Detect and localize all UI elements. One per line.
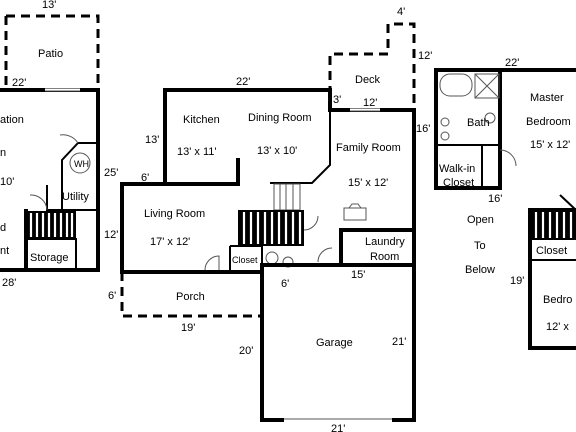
bedroom-label: Bedro [543,294,572,306]
utility-side-wall [46,185,62,211]
landing-angle [559,194,576,211]
laundry-label-line1: Laundry [365,236,405,248]
living-room-wall [120,182,264,274]
family-angled-wall [270,110,331,184]
door-swing-icon [29,194,48,211]
patio-label: Patio [38,48,63,60]
upper-stairs [530,210,576,240]
patio-outline [6,14,100,88]
basement-dim-right: 25' [104,167,118,179]
basement-dim-patio: 22' [12,77,26,89]
bathtub-icon [439,73,473,97]
open-label-line2: To [474,240,486,252]
door-swing-icon [303,215,319,231]
deck-label: Deck [355,74,381,86]
main-dim-garage-right: 21' [392,336,406,348]
basement-level: 13' Patio 22' ation n 10' WH Utility d n… [0,0,118,289]
walkin-label-line2: Closet [443,177,474,189]
upper-closet-label: Closet [536,245,567,257]
kitchen-partition [163,158,240,186]
door-swing-icon [59,134,79,144]
deck-outline [328,22,416,110]
main-dim-garage-left: 20' [239,345,253,357]
porch-outline [120,272,262,318]
dining-size: 13' x 10' [257,145,297,157]
sink-icon [440,131,450,141]
fireplace-hearth-icon [348,203,362,209]
laundry-wall [339,228,416,267]
basement-stairs [26,211,76,239]
open-label-line1: Open [467,214,494,226]
master-label-line1: Master [530,92,564,104]
master-size: 15' x 12' [530,139,570,151]
garage-label: Garage [316,337,353,349]
door-swing-icon [499,149,517,167]
main-dim-family-right: 16' [416,123,430,135]
toilet-icon [484,112,496,124]
kitchen-label: Kitchen [183,114,220,126]
main-dim-laundry-bottom: 15' [351,269,365,281]
basement-dim-bottom: 28' [2,277,16,289]
recreation-label-line1: ation [0,114,24,126]
porch-label: Porch [176,291,205,303]
main-dim-porch-bottom: 19' [181,322,195,334]
walkin-label-line1: Walk-in [439,163,475,175]
main-dim-living-notch: 6' [141,172,149,184]
basement-dim-top: 13' [42,0,56,11]
upper-dim-mid: 16' [488,193,502,205]
garage-walls [260,263,416,422]
main-dim-top: 22' [236,76,250,88]
recreation-size: 10' [0,176,14,188]
door-swing-icon [204,255,220,271]
utility-label: Utility [62,191,89,203]
bedroom-size: 12' x [546,321,569,333]
toilet-icon [265,251,279,265]
family-label: Family Room [336,142,401,154]
cut-label-line2: nt [0,245,9,257]
main-dim-deck-right: 12' [418,50,432,62]
fireplace-icon [343,207,367,221]
storage-label: Storage [30,252,69,264]
kitchen-size: 13' x 11' [177,146,216,158]
utility-walls [61,142,98,211]
upper-outer-wall [434,68,576,190]
shower-icon [474,73,500,99]
cut-label-line1: d [0,222,6,234]
main-dim-living-left: 12' [104,229,118,241]
master-label-line2: Bedroom [526,116,571,128]
main-level: 22' 13' 6' 12' 6' 19' 20' 21' 21' 6' 15'… [104,6,432,432]
main-outer-wall-upper [163,88,416,267]
main-dim-kitchen-left: 13' [145,134,159,146]
main-dim-garage-notch: 6' [281,278,289,290]
living-label: Living Room [144,208,205,220]
upper-level: 22' 16' 19' Bath Master Bedroom 15' x 12… [434,57,576,350]
laundry-label-line2: Room [370,251,399,263]
main-dim-deck-bottom: 12' [363,97,377,109]
family-size: 15' x 12' [348,177,388,189]
main-closet-label: Closet [232,255,258,265]
main-stairs [238,183,304,246]
main-dim-deck-left: 3' [333,94,341,106]
bath-label: Bath [467,117,490,129]
dining-label: Dining Room [248,112,312,124]
recreation-label-line2: n [0,147,6,159]
sink-icon [440,117,450,127]
door-swing-icon [317,247,333,263]
main-dim-porch-left: 6' [108,290,116,302]
upper-dim-left: 19' [510,275,524,287]
bedroom-walls [528,208,576,350]
water-heater-label: WH [74,159,89,169]
open-label-line3: Below [465,264,495,276]
water-heater-icon [69,152,91,174]
main-dim-deck-top: 4' [397,6,405,18]
living-size: 17' x 12' [150,236,190,248]
main-dim-garage-bottom: 21' [331,423,345,432]
upper-dim-top: 22' [505,57,519,69]
